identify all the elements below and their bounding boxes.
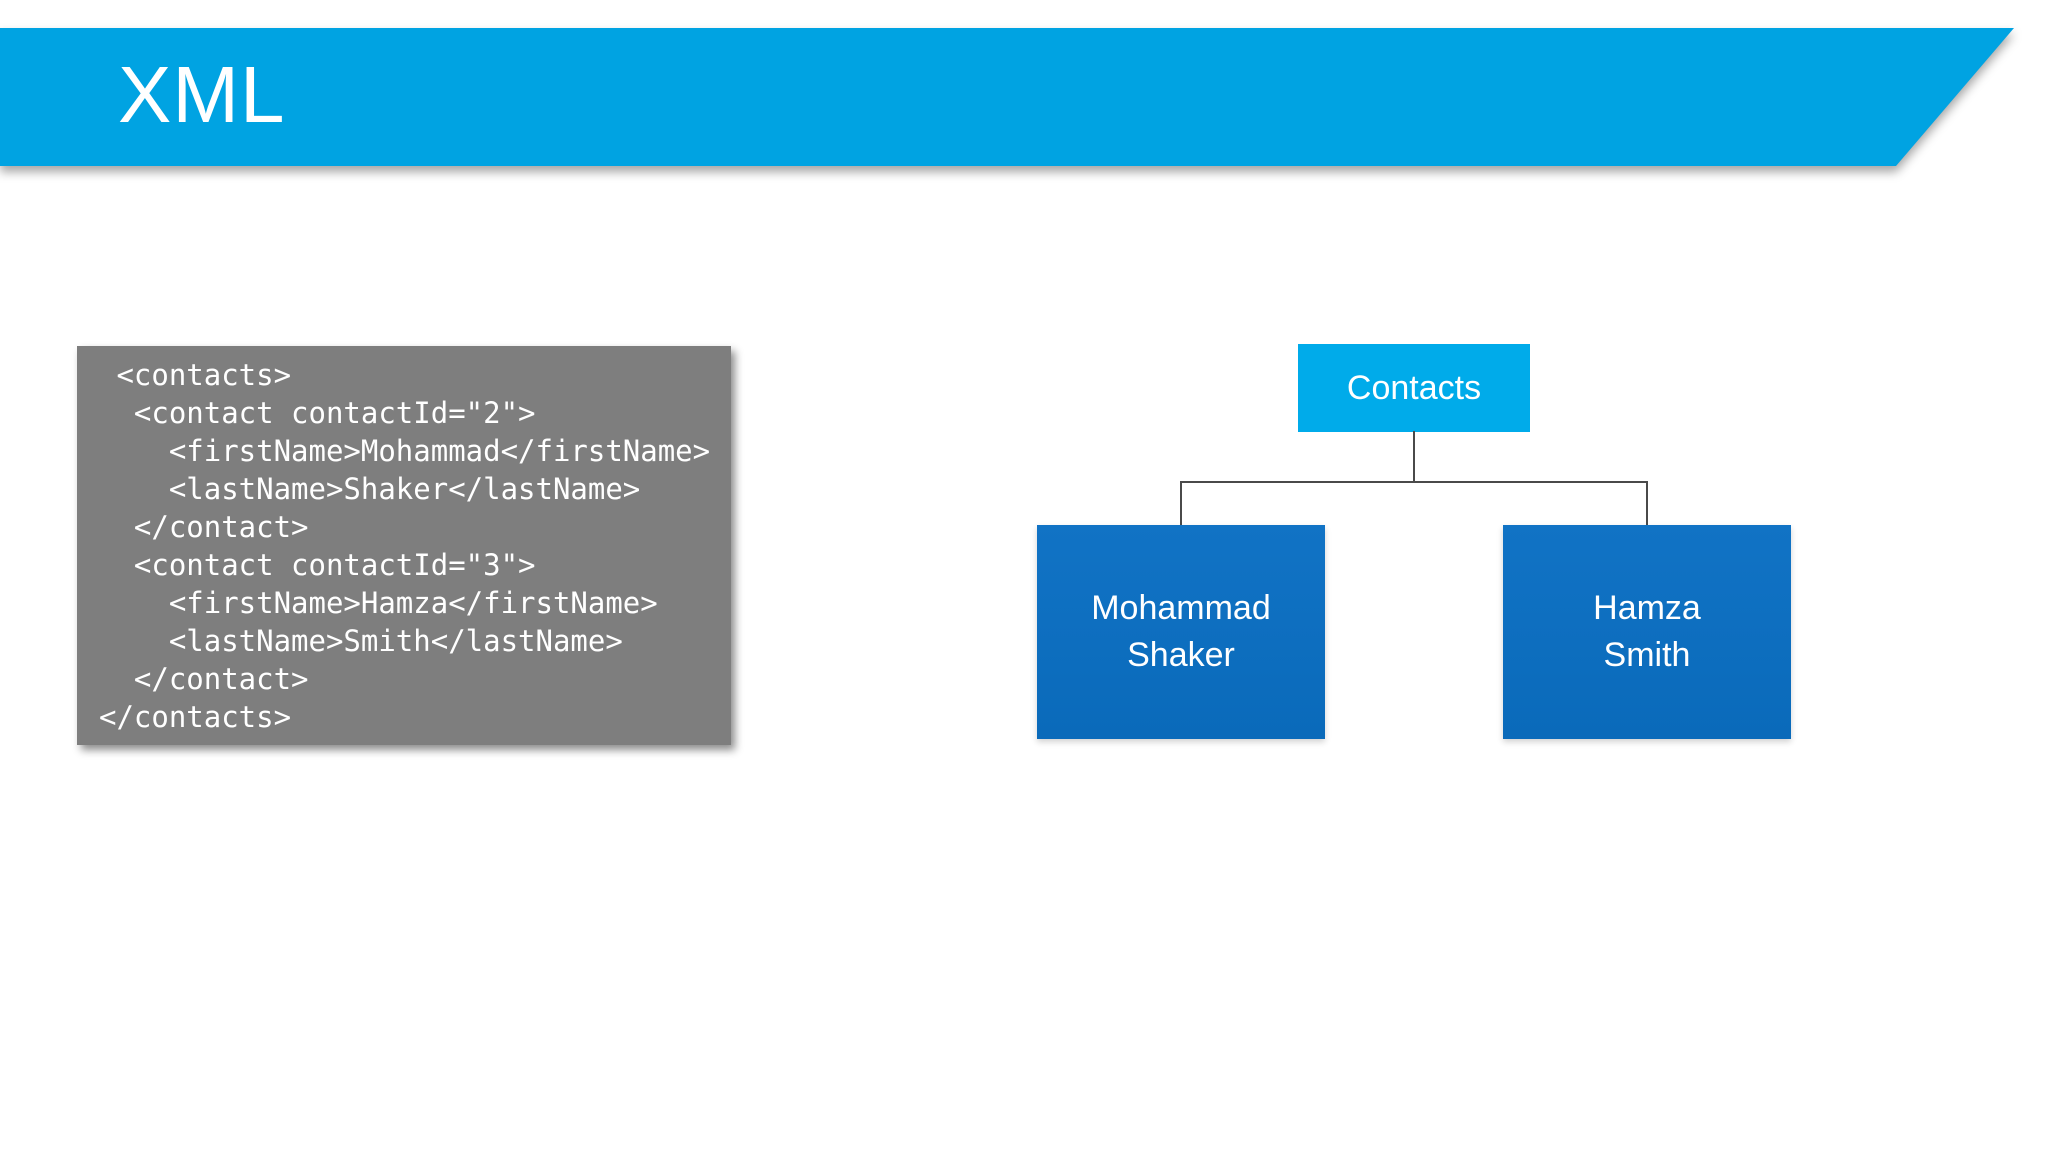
tree-node-contacts: Contacts [1298,344,1530,432]
tree-node-hamza-smith: Hamza Smith [1503,525,1791,739]
code-line-1: <contacts> [99,358,292,392]
tree-node-mohammad-shaker-line1: Mohammad [1091,589,1271,627]
connector-horizontal [1180,481,1648,483]
slide-title: XML [118,50,286,139]
code-line-6: <contact contactId="3"> [99,548,536,582]
tree-node-contacts-label: Contacts [1346,368,1482,407]
code-line-10: </contacts> [99,700,292,734]
code-line-5: </contact> [99,510,309,544]
xml-code-block: <contacts> <contact contactId="2"> <firs… [77,346,731,745]
tree-node-hamza-smith-line1: Hamza [1593,589,1701,627]
title-banner: XML [0,28,2014,166]
connector-root-stub [1413,431,1415,482]
connector-left-drop [1180,481,1182,526]
code-line-3: <firstName>Mohammad</firstName> [99,434,711,468]
tree-node-hamza-smith-line2: Smith [1603,636,1691,674]
tree-node-mohammad-shaker-line2: Shaker [1127,636,1235,674]
tree-node-mohammad-shaker: Mohammad Shaker [1037,525,1325,739]
code-line-9: </contact> [99,662,309,696]
connector-right-drop [1646,481,1648,526]
code-line-7: <firstName>Hamza</firstName> [99,586,658,620]
code-line-8: <lastName>Smith</lastName> [99,624,623,658]
code-line-4: <lastName>Shaker</lastName> [99,472,641,506]
title-banner-wrap: XML [0,28,2048,166]
code-line-2: <contact contactId="2"> [99,396,536,430]
